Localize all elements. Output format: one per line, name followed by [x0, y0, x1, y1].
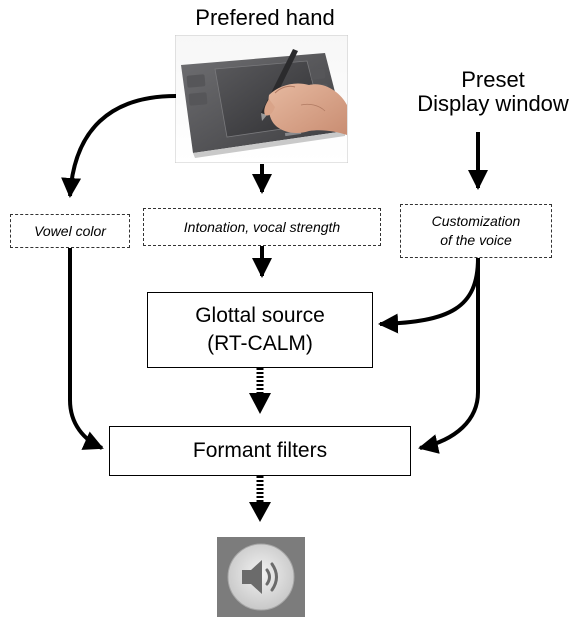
arrow-customization-to-formant: [418, 258, 480, 454]
glottal-source-model-label: (RT-CALM): [207, 332, 313, 355]
arrow-vowel-to-formant: [68, 248, 104, 450]
arrow-glottal-to-formant: [249, 368, 271, 414]
glottal-source-label: Glottal source: [195, 303, 325, 327]
glottal-source-box: Glottal source (RT-CALM): [147, 292, 373, 368]
vowel-color-box: Vowel color: [10, 214, 130, 248]
formant-filters-box: Formant filters: [109, 426, 411, 476]
customization-line-2: of the voice: [440, 232, 512, 248]
graphics-tablet-image: [175, 35, 348, 163]
intonation-vocal-strength-box: Intonation, vocal strength: [143, 208, 381, 246]
preset-title-line-1: Preset: [461, 67, 525, 92]
customization-of-voice-box: Customization of the voice: [400, 204, 552, 258]
customization-line-1: Customization: [431, 213, 521, 230]
arrow-customization-to-glottal: [378, 257, 480, 334]
speaker-icon: [217, 537, 305, 617]
arrow-tablet-to-vowel: [61, 94, 177, 198]
preset-display-window-title: Preset Display window: [408, 67, 574, 117]
preset-title-line-2: Display window: [417, 91, 569, 117]
arrow-formant-to-output: [249, 476, 271, 522]
preferred-hand-title: Prefered hand: [195, 5, 335, 30]
